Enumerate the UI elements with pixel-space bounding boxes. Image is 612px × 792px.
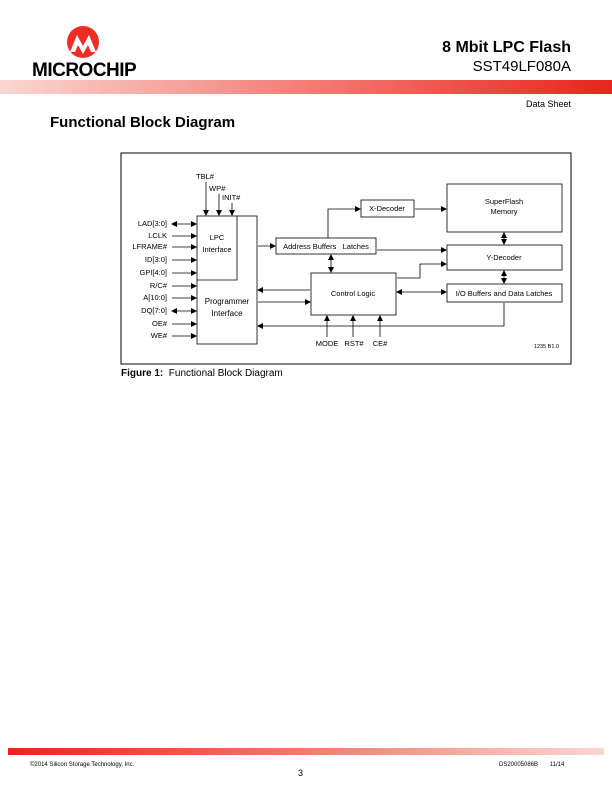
- figure-caption-label: Figure 1:: [121, 368, 164, 379]
- init-signal-label: INIT#: [222, 193, 241, 202]
- mode-signal-label: MODE: [316, 339, 339, 348]
- signal-label: GPI[4:0]: [139, 268, 167, 277]
- signal-label: ID[3:0]: [145, 255, 167, 264]
- document-title: 8 Mbit LPC Flash: [442, 39, 571, 56]
- signal-label: A[10:0]: [143, 293, 167, 302]
- lpc-interface-divider: [197, 216, 238, 281]
- signal-label: OE#: [152, 319, 168, 328]
- tbl-signal-label: TBL#: [196, 172, 215, 181]
- page-number: 3: [298, 768, 304, 778]
- x-decoder-block: [360, 199, 415, 218]
- ce-signal-label: CE#: [373, 339, 388, 348]
- io-to-programmer-arrow: [257, 303, 505, 329]
- signal-label: LAD[3:0]: [138, 219, 167, 228]
- superflash-memory-label: Memory: [490, 207, 517, 216]
- signal-label: LCLK: [148, 231, 167, 240]
- document-type: Data Sheet: [525, 99, 571, 109]
- address-buffers-block: [275, 237, 377, 255]
- control-logic-label: Control Logic: [331, 289, 375, 298]
- microchip-logo-icon: [67, 26, 99, 58]
- lpc-interface-label: LPC: [210, 233, 225, 242]
- programmer-interface-label: Interface: [211, 309, 243, 318]
- control-to-ydecoder-arrow: [397, 261, 447, 279]
- superflash-memory-label: SuperFlash: [485, 197, 523, 206]
- footer-doc-id: DS20005086B: [499, 762, 539, 768]
- signal-label: R/C#: [150, 281, 168, 290]
- wp-signal-label: WP#: [209, 184, 226, 193]
- y-decoder-label: Y-Decoder: [486, 253, 522, 262]
- signal-label: LFRAME#: [132, 242, 167, 251]
- footer-bar: [8, 748, 604, 755]
- io-buffers-block: [446, 283, 563, 303]
- footer-date: 11/14: [549, 762, 565, 768]
- figure-caption-text: Functional Block Diagram: [168, 368, 283, 379]
- programmer-interface-label: Programmer: [205, 297, 250, 306]
- signal-label: WE#: [151, 331, 168, 340]
- header-graphics: [0, 26, 612, 94]
- section-heading: Functional Block Diagram: [50, 114, 236, 131]
- footer-copyright: ©2014 Silicon Storage Technology, Inc.: [30, 762, 135, 768]
- address-buffers-label: Address Buffers Latches: [283, 242, 369, 251]
- part-number: SST49LF080A: [472, 58, 571, 75]
- figure-id: 1235 B1.0: [534, 344, 559, 350]
- io-buffers-label: I/O Buffers and Data Latches: [456, 289, 553, 298]
- x-decoder-label: X-Decoder: [369, 204, 405, 213]
- diagram-frame: [120, 152, 572, 365]
- figure-caption: Figure 1: Functional Block Diagram: [121, 368, 283, 379]
- signal-label: DQ[7:0]: [141, 306, 167, 315]
- address-to-xdecoder-arrow: [327, 206, 361, 238]
- lpc-interface-label: Interface: [202, 245, 231, 254]
- brand-wordmark: MICROCHIP: [32, 60, 137, 81]
- rst-signal-label: RST#: [344, 339, 364, 348]
- footer-doc-number: DS20005086B 11/14: [499, 762, 564, 768]
- header-bar: [0, 80, 612, 94]
